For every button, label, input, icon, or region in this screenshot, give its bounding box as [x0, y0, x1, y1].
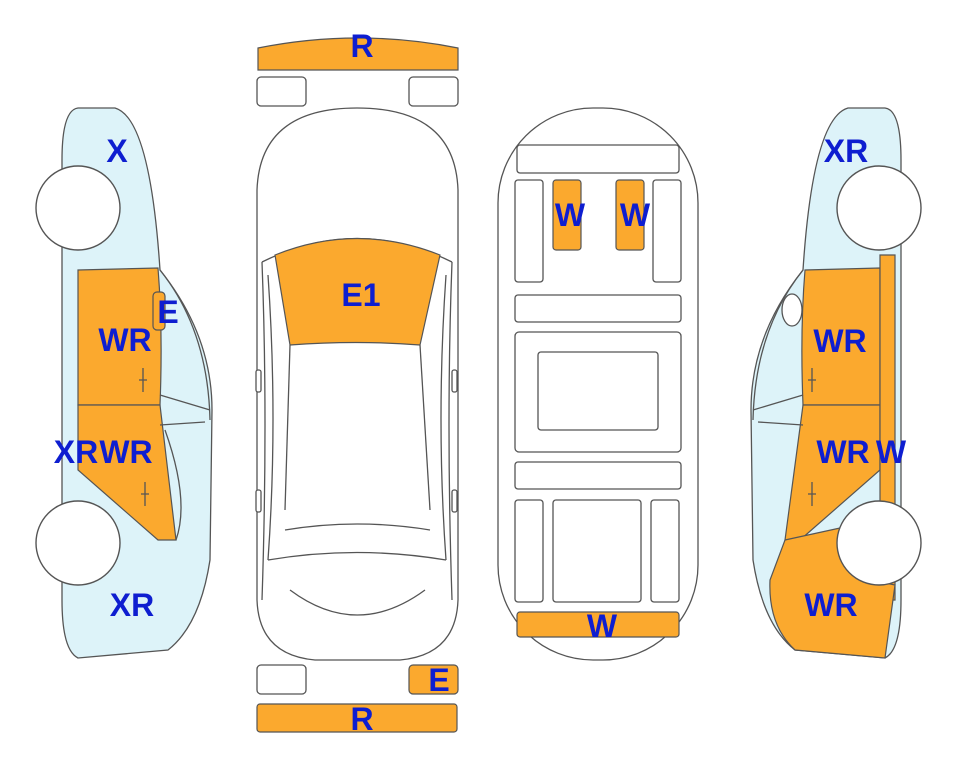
left-rear-quarter-label: XR	[110, 587, 154, 623]
top-body-outline	[256, 107, 459, 661]
left-mirror[interactable]	[152, 291, 166, 331]
rear-shelf	[514, 461, 682, 490]
front-right-door-panel	[652, 179, 682, 283]
trunk-right-panel	[650, 499, 680, 603]
right-window-line-2	[752, 394, 804, 411]
right-pillar-label: W	[876, 434, 907, 470]
center-console	[514, 294, 682, 323]
windshield-label: E1	[341, 277, 380, 313]
trunk-center	[552, 499, 642, 603]
left-side-window	[267, 274, 274, 561]
front-bumper[interactable]	[257, 37, 459, 71]
right-rear-handle	[808, 482, 816, 506]
rear-light-label: E	[428, 662, 449, 698]
left-rear-window	[164, 429, 182, 541]
left-window-line-3	[159, 421, 206, 426]
right-front-door-label: WR	[813, 323, 866, 359]
front-left-seat-label: W	[555, 197, 586, 233]
right-body-crease	[448, 261, 453, 601]
left-front-door-label: WR	[98, 322, 151, 358]
right-side-window	[440, 274, 447, 561]
front-right-seat-label: W	[620, 197, 651, 233]
left-rear-door-label: WR	[99, 434, 152, 470]
rear-window-lower	[267, 551, 447, 561]
left-rear-handle	[141, 482, 149, 506]
right-rear-quarter-label: WR	[804, 587, 857, 623]
left-front-handle	[139, 368, 147, 392]
right-rear-door[interactable]	[784, 404, 881, 541]
front-left-headlight[interactable]	[256, 76, 307, 107]
left-window-line	[159, 269, 211, 421]
left-sill-label: XR	[54, 434, 98, 470]
left-handle-top	[255, 489, 262, 513]
right-mirror[interactable]	[781, 293, 803, 327]
left-front-wheel	[35, 165, 121, 251]
right-rear-wheel	[836, 500, 922, 586]
rear-right-light[interactable]	[408, 664, 459, 695]
rear-window-line	[284, 523, 431, 531]
right-window-line	[752, 269, 804, 421]
left-body-crease	[261, 261, 266, 601]
trunk-left-panel	[514, 499, 544, 603]
right-rear-door-label: WR	[816, 434, 869, 470]
left-rear-wheel	[35, 500, 121, 586]
top-view-car: R E1 E R	[255, 28, 459, 737]
right-handle-top	[451, 489, 458, 513]
front-right-headlight[interactable]	[408, 76, 459, 107]
rear-left-light[interactable]	[256, 664, 307, 695]
left-side-car: X E WR XR WR XR	[35, 107, 213, 659]
roof-right-line	[419, 344, 431, 511]
right-window-line-3	[757, 421, 804, 426]
right-side-car: XR WR WR W WR	[750, 107, 922, 659]
rear-bumper-label: R	[350, 701, 373, 737]
front-left-seat[interactable]	[552, 179, 582, 251]
right-mirror-top	[451, 369, 458, 393]
rear-bumper[interactable]	[256, 703, 458, 733]
trunk-floor[interactable]	[516, 611, 680, 638]
rear-seat-cushion	[537, 351, 659, 431]
left-mirror-top	[255, 369, 262, 393]
roof-left-line	[284, 344, 291, 511]
right-front-handle	[808, 368, 816, 392]
trunk-line	[289, 589, 426, 616]
windshield[interactable]	[274, 237, 441, 346]
front-right-seat[interactable]	[615, 179, 645, 251]
left-rear-door[interactable]	[77, 404, 177, 541]
left-front-fender-label: X	[106, 133, 128, 169]
front-bumper-label: R	[350, 28, 373, 64]
trunk-floor-label: W	[587, 608, 618, 644]
left-mirror-label: E	[157, 294, 178, 330]
front-left-door-panel	[514, 179, 544, 283]
right-front-wheel	[836, 165, 922, 251]
dashboard	[516, 144, 680, 174]
left-window-line-2	[159, 394, 211, 411]
right-front-fender-label: XR	[824, 133, 868, 169]
interior-view: W W W	[497, 107, 699, 661]
